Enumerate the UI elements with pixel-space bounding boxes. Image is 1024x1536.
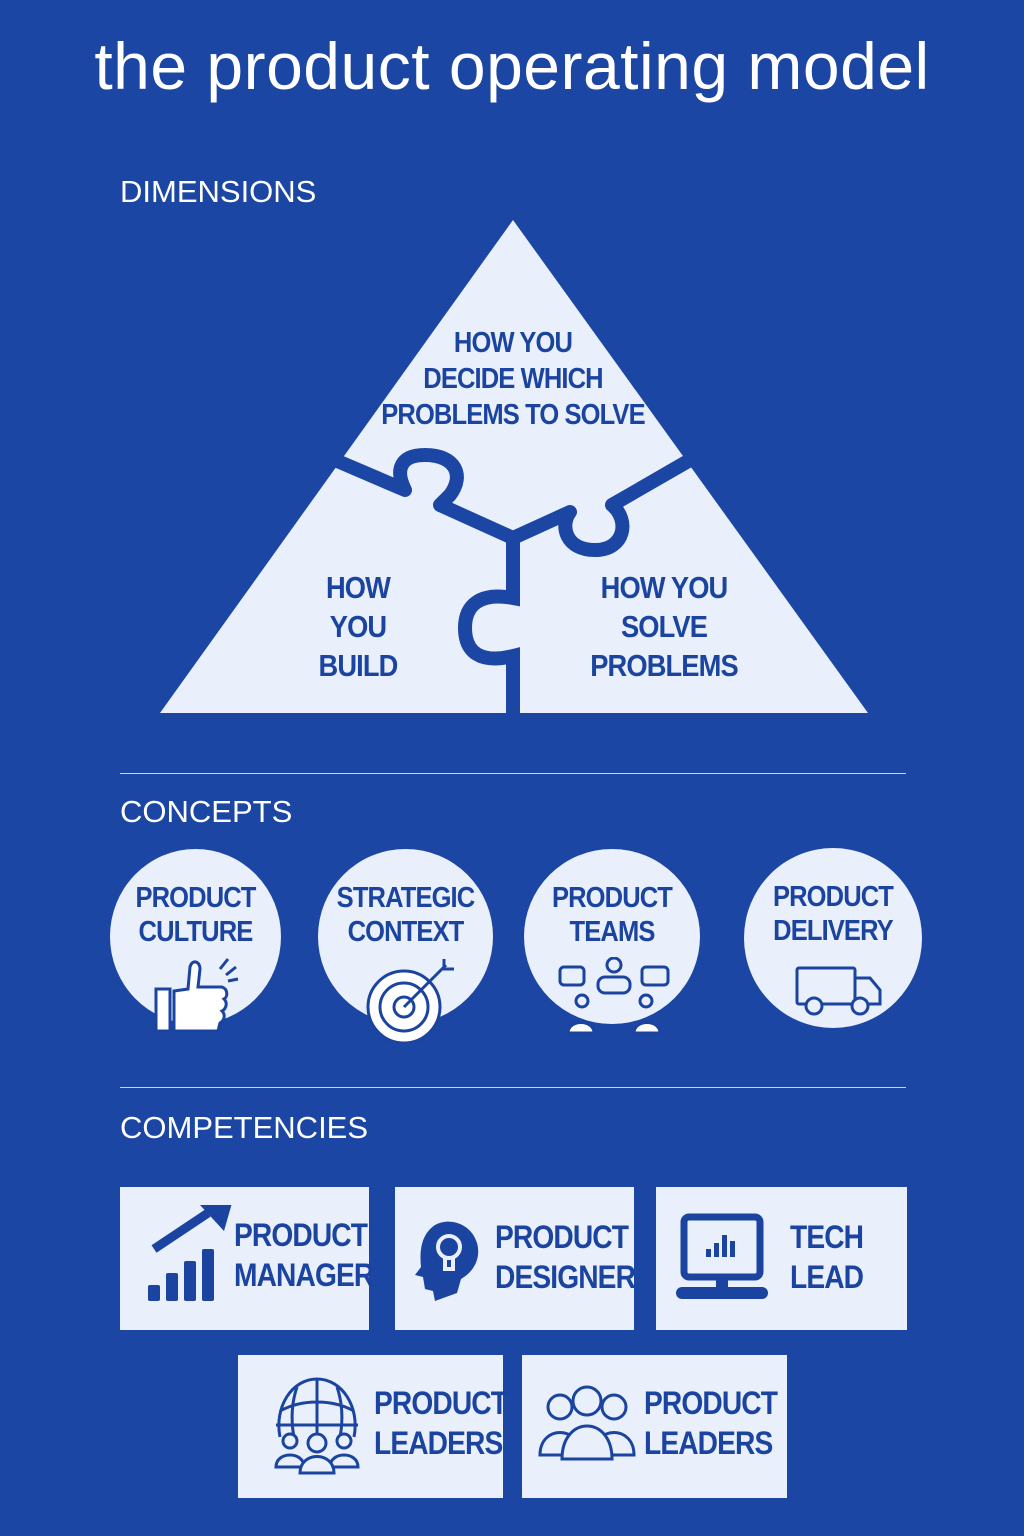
dimension-left: HOW YOU BUILD — [296, 568, 419, 685]
globe-people-icon — [274, 1377, 360, 1475]
dimension-right-line: PROBLEMS — [590, 648, 738, 683]
group-icon — [538, 1385, 636, 1461]
dimensions-puzzle-triangle — [160, 220, 868, 716]
dimension-top-line: HOW YOU — [453, 327, 573, 359]
dimension-right-line: SOLVE — [620, 609, 708, 644]
puzzle-divider — [457, 538, 520, 716]
page-title: the product operating model — [94, 29, 930, 103]
dimension-left-line: HOW — [325, 570, 391, 605]
competencies-heading: COMPETENCIES — [120, 1110, 369, 1145]
head-lightbulb-icon — [415, 1221, 479, 1301]
dimension-top-line: PROBLEMS TO SOLVE — [381, 399, 645, 431]
dimension-right-line: HOW YOU — [600, 570, 729, 605]
divider — [120, 1087, 906, 1088]
thumbs-up-icon — [154, 958, 239, 1033]
divider — [120, 773, 906, 774]
dimension-top: HOW YOU DECIDE WHICH PROBLEMS TO SOLVE — [381, 325, 645, 433]
dimension-left-line: BUILD — [318, 648, 399, 683]
dimension-left-line: YOU — [329, 609, 387, 644]
dimensions-heading: DIMENSIONS — [120, 174, 317, 209]
triangle-shape — [160, 220, 868, 713]
dimension-right: HOW YOU SOLVE PROBLEMS — [576, 568, 752, 685]
truck-icon — [795, 966, 882, 1016]
concepts-heading: CONCEPTS — [120, 794, 293, 829]
monitor-chart-icon — [676, 1213, 768, 1299]
puzzle-divider — [332, 448, 694, 557]
team-icon — [558, 957, 670, 1035]
target-icon — [366, 959, 454, 1044]
dimension-top-line: DECIDE WHICH — [423, 363, 603, 395]
growth-chart-icon — [148, 1205, 232, 1301]
